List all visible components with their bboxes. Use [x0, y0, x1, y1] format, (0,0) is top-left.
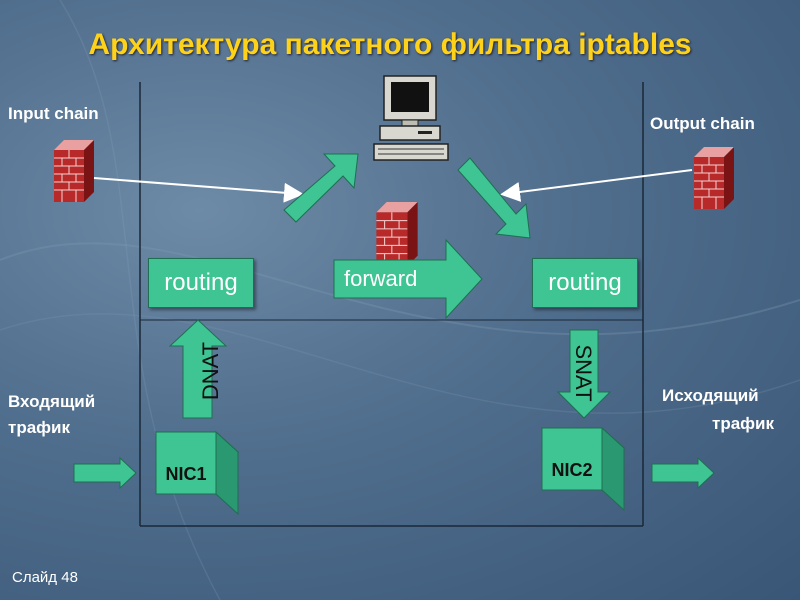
outgoing-traffic-label-line1: Исходящий: [662, 386, 759, 405]
forward-label: forward: [344, 266, 418, 291]
firewall-output-icon: [694, 147, 734, 209]
snat-arrow: [556, 329, 612, 419]
computer-icon: [373, 75, 449, 161]
up-right-arrow: [283, 153, 359, 223]
input-chain-label: Input chain: [8, 104, 99, 123]
nic1-block: [155, 431, 217, 495]
forward-arrow: [333, 238, 483, 320]
output-chain-arrow: [500, 169, 693, 202]
slide-number: Слайд 48: [12, 569, 78, 586]
incoming-traffic-label-line2: трафик: [8, 418, 70, 437]
nic2-block: [541, 427, 603, 491]
incoming-traffic-arrow: [73, 456, 137, 490]
dnat-arrow: [168, 319, 228, 419]
routing-right-box: routing: [532, 258, 638, 308]
outgoing-traffic-arrow: [651, 456, 715, 490]
slide-title: Архитектура пакетного фильтра iptables: [88, 28, 692, 61]
outgoing-traffic-label-line2: трафик: [712, 414, 774, 433]
incoming-traffic-label-line1: Входящий: [8, 392, 96, 411]
input-chain-arrow: [93, 177, 304, 203]
nic2-label: NIC2: [551, 460, 593, 480]
firewall-input-icon: [54, 140, 94, 202]
routing-left-box: routing: [148, 258, 254, 308]
down-right-arrow: [457, 157, 531, 239]
firewall-forward-icon: [376, 202, 418, 266]
output-chain-label: Output chain: [650, 114, 755, 133]
snat-label: SNAT: [571, 344, 596, 402]
nic1-label: NIC1: [165, 464, 207, 484]
dnat-label: DNAT: [198, 341, 223, 401]
